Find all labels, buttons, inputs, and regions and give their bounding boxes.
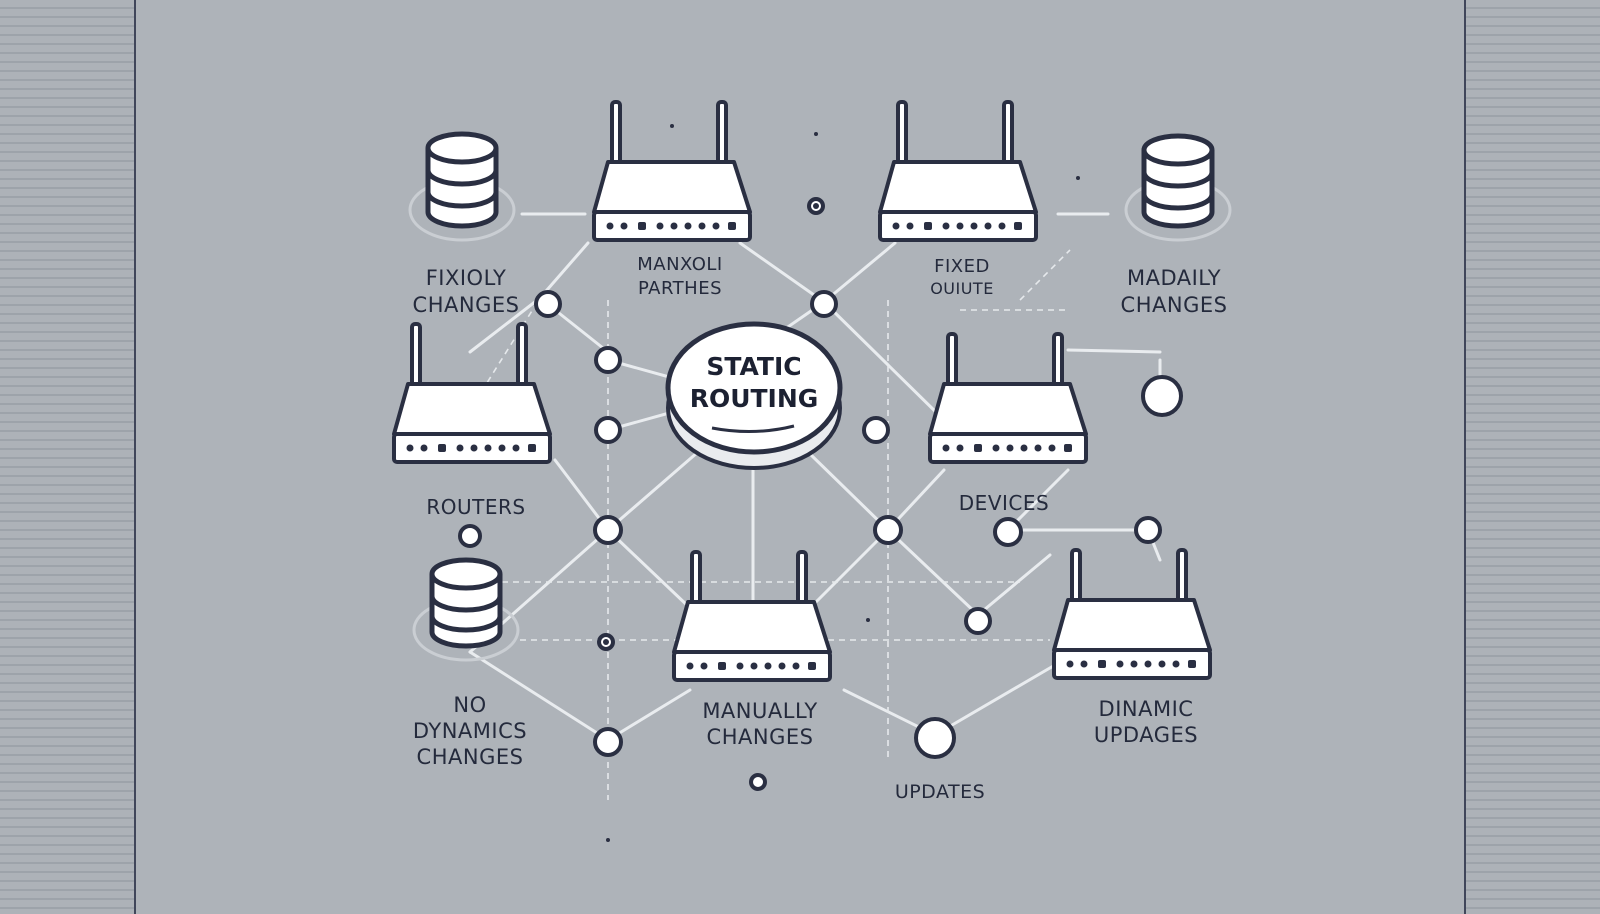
label-madaily-line1: MADAILY — [1127, 266, 1221, 290]
network-node — [534, 290, 562, 318]
hub-title-line2: ROUTING — [690, 384, 819, 413]
connection-line — [1066, 348, 1162, 354]
label-fixed-line1: FIXED — [934, 256, 990, 277]
database-icon — [1124, 133, 1232, 242]
network-node — [1134, 516, 1162, 544]
router-icon — [392, 322, 552, 464]
dot — [866, 618, 870, 622]
router-icon — [672, 550, 832, 682]
dot — [813, 203, 819, 209]
network-node — [1141, 375, 1183, 417]
network-node — [749, 773, 767, 791]
network-node — [914, 717, 956, 759]
connection-line — [822, 300, 946, 422]
label-devices: DEVICES — [959, 491, 1049, 515]
network-node — [862, 416, 890, 444]
dot — [814, 132, 818, 136]
label-fixed-line2: OUIUTE — [930, 279, 994, 298]
label-no-line2: DYNAMICS — [413, 719, 527, 743]
label-no-line3: CHANGES — [417, 745, 524, 769]
router-icon — [928, 332, 1088, 464]
hub-title-line1: STATIC — [706, 352, 801, 381]
label-madaily-line2: CHANGES — [1121, 293, 1228, 317]
label-dinamic-line2: UPDAGES — [1094, 723, 1198, 747]
connection-line — [738, 241, 826, 304]
connection-line — [606, 450, 700, 532]
database-icon — [408, 131, 516, 242]
small-dots — [603, 124, 1080, 842]
network-node — [964, 607, 992, 635]
left-striped-panel — [0, 0, 136, 914]
label-fixioly-line1: FIXIOLY — [426, 266, 507, 290]
label-updates: UPDATES — [895, 781, 985, 803]
connection-line — [933, 663, 1057, 737]
connection-line — [606, 688, 692, 742]
dot — [1076, 176, 1080, 180]
connection-line — [886, 528, 980, 617]
router-icon — [1052, 548, 1212, 680]
label-manxoli-line1: MANXOLI — [637, 254, 723, 275]
label-dinamic-line1: DINAMIC — [1099, 697, 1194, 721]
network-node — [810, 290, 838, 318]
connection-line — [1006, 468, 1070, 532]
network-node — [873, 515, 903, 545]
label-manxoli-line2: PARTHES — [638, 278, 722, 299]
connection-line — [538, 241, 590, 300]
connection-line — [468, 650, 610, 742]
connection-line — [822, 241, 897, 304]
network-node — [458, 524, 482, 548]
static-routing-hub: STATIC ROUTING — [665, 321, 843, 470]
network-node — [993, 517, 1023, 547]
dot — [606, 838, 610, 842]
router-icon — [592, 100, 752, 242]
network-node — [593, 515, 623, 545]
network-nodes — [458, 197, 1183, 791]
connection-line — [468, 296, 542, 354]
connection-line — [806, 450, 890, 532]
network-node — [594, 346, 622, 374]
connection-line — [606, 528, 692, 610]
dot — [603, 639, 609, 645]
dashed-line — [1019, 249, 1071, 301]
network-node — [594, 416, 622, 444]
labels: FIXIOLY CHANGES MANXOLI PARTHES FIXED OU… — [413, 254, 1228, 803]
label-manually-line2: CHANGES — [707, 725, 814, 749]
network-node — [593, 727, 623, 757]
database-icon — [412, 557, 520, 662]
connection-line — [808, 528, 890, 610]
label-manually-line1: MANUALLY — [702, 699, 817, 723]
label-no-line1: NO — [453, 693, 486, 717]
router-icon — [878, 100, 1038, 242]
right-striped-panel — [1464, 0, 1600, 914]
label-fixioly-line2: CHANGES — [413, 293, 520, 317]
label-routers: ROUTERS — [426, 495, 525, 519]
connection-line — [976, 553, 1052, 617]
dot — [670, 124, 674, 128]
